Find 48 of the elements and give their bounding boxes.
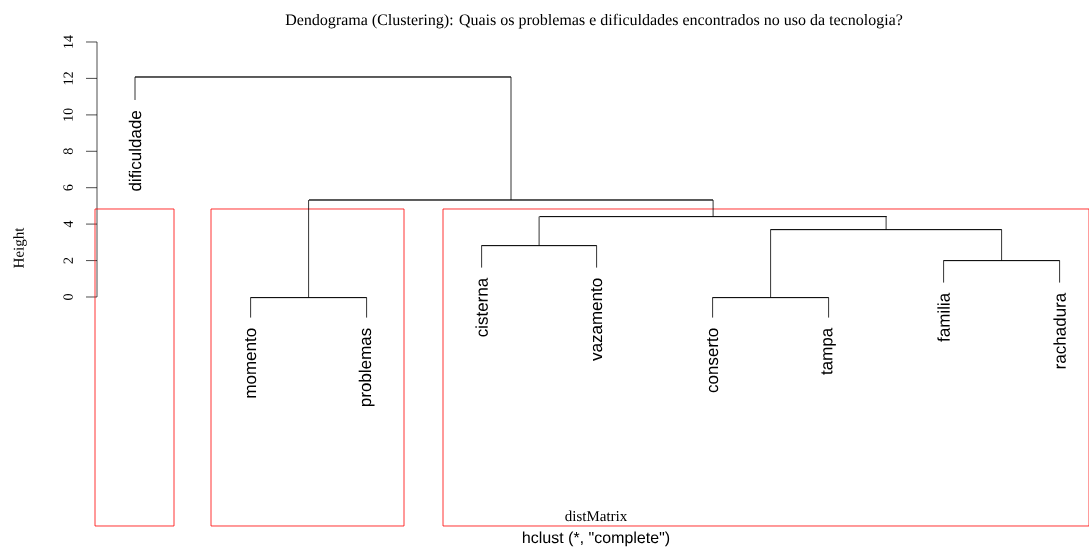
branch-line (885, 216, 887, 230)
merge-line (539, 216, 887, 217)
chart-title: Dendograma (Clustering): Quais os problemas e dificuldades encontrados no uso da tecnologia? (285, 13, 903, 29)
axis-title: distMatrix (565, 510, 628, 522)
branch-line (250, 297, 251, 318)
merge-line (943, 260, 1060, 261)
tick-label: 0 (63, 294, 73, 300)
leaf-label: problemas (358, 328, 375, 407)
merge-line (481, 245, 597, 246)
branch-line (481, 245, 482, 268)
branch-line (712, 199, 714, 217)
branch-line (770, 229, 771, 298)
tick-label: 6 (63, 184, 73, 191)
tick-label: 14 (63, 35, 73, 48)
leaf-label: vazamento (591, 278, 603, 361)
tick-label: 8 (63, 148, 73, 155)
cluster-box (210, 208, 405, 527)
leaf-label: rachadura (1053, 292, 1066, 369)
merge-line (134, 76, 512, 78)
merge-line (770, 229, 1002, 230)
branch-line (366, 297, 367, 318)
branch-line (712, 297, 713, 318)
tick-label: 10 (63, 108, 73, 121)
branch-line (134, 76, 136, 101)
cluster-box (442, 208, 1089, 527)
branch-line (828, 297, 829, 318)
merge-line (250, 297, 367, 298)
leaf-label: familia (937, 292, 950, 342)
leaf-label: cisterna (475, 277, 488, 337)
branch-line (596, 245, 597, 268)
leaf-label: momento (245, 328, 257, 398)
axis-title: Height (13, 227, 27, 268)
subtitle: hclust (*, "complete") (522, 531, 670, 547)
merge-line (308, 199, 714, 201)
tick-label: 4 (63, 220, 73, 228)
branch-line (538, 216, 540, 246)
tick-label: 12 (63, 72, 73, 85)
tick-label: 2 (63, 257, 73, 264)
branch-line (308, 199, 309, 298)
leaf-label: conserto (707, 328, 719, 393)
leaf-label: dificuldade (128, 110, 142, 191)
branch-line (1059, 260, 1060, 283)
cluster-box (94, 208, 175, 527)
branch-line (943, 260, 944, 283)
leaf-label: tampa (821, 327, 836, 375)
branch-line (1001, 229, 1002, 261)
branch-line (510, 76, 512, 201)
merge-line (712, 297, 829, 298)
